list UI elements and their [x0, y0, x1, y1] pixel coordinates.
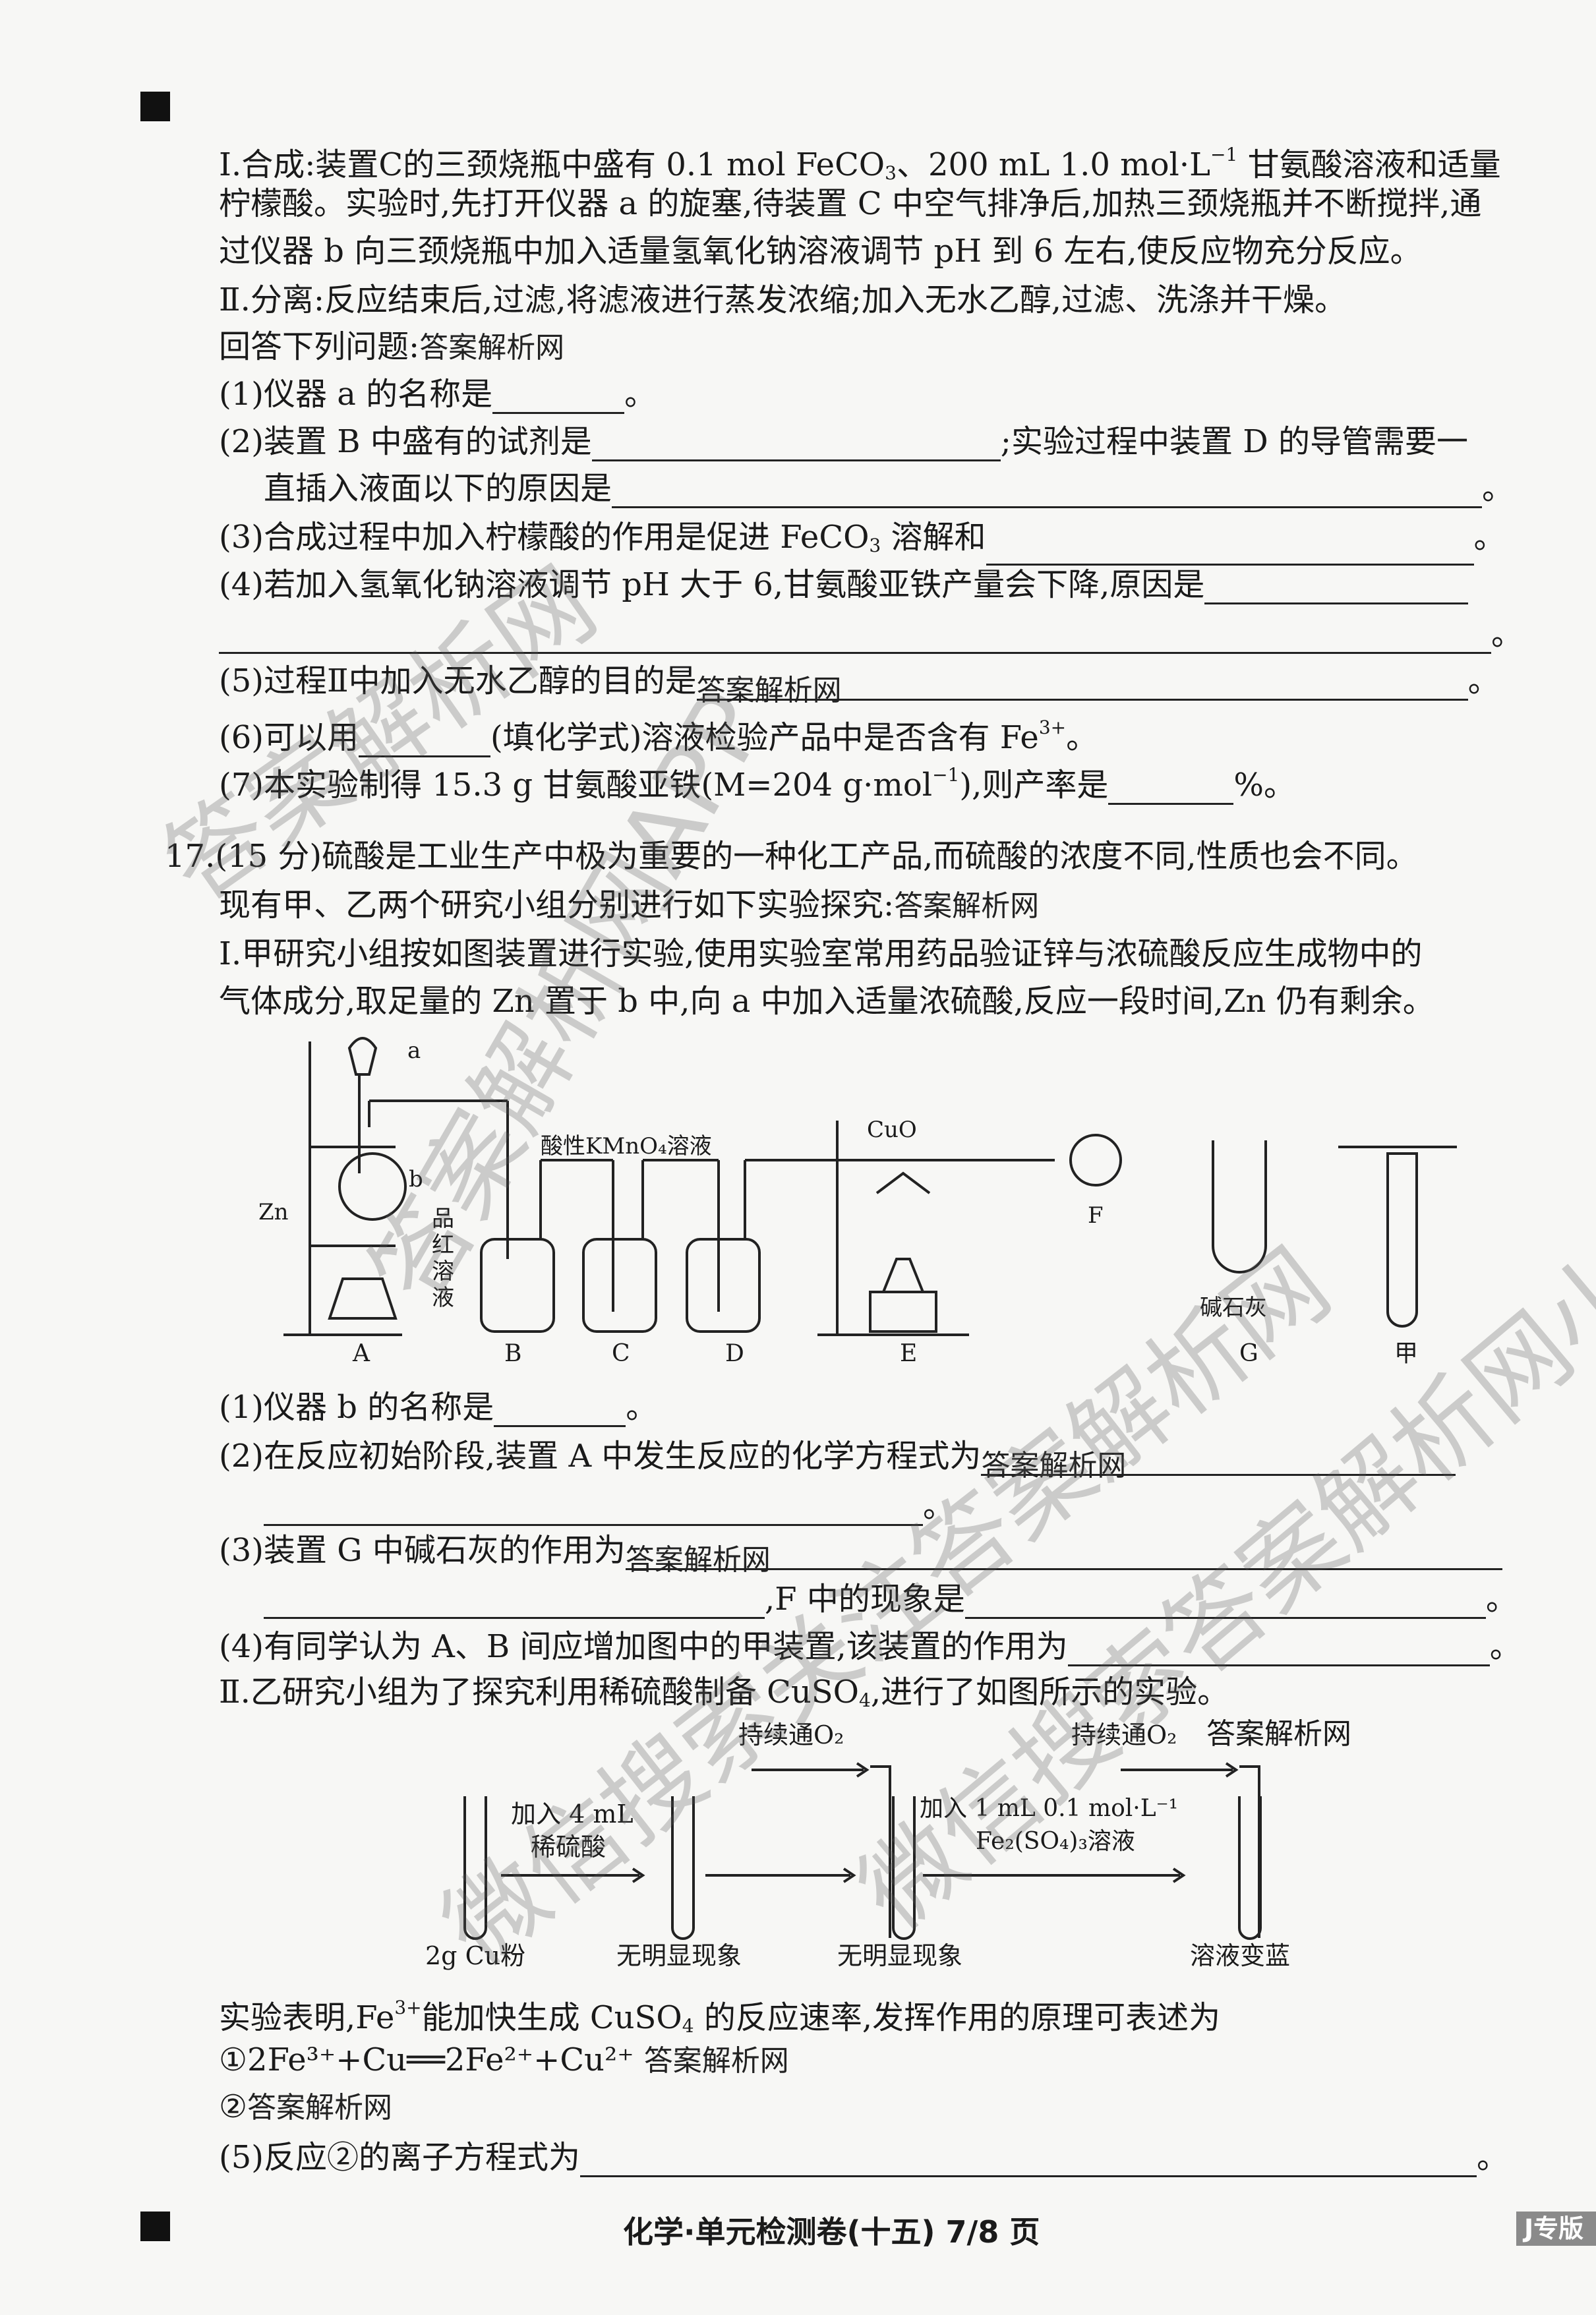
svg-text:A: A	[352, 1340, 370, 1367]
q17-question-5: (5)反应②的离子方程式为。	[219, 2139, 1509, 2177]
svg-text:D: D	[725, 1340, 744, 1367]
test-tube-3	[892, 1796, 916, 1940]
svg-text:加入 1 mL 0.1 mol·L⁻¹: 加入 1 mL 0.1 mol·L⁻¹	[920, 1795, 1178, 1822]
svg-text:溶: 溶	[432, 1258, 454, 1285]
separatory-funnel-a	[347, 1037, 378, 1076]
q17-question-2: (2)在反应初始阶段,装置 A 中发生反应的化学方程式为答案解析网	[219, 1436, 1456, 1482]
answer-blank[interactable]	[986, 535, 1474, 566]
svg-text:溶液变蓝: 溶液变蓝	[1190, 1941, 1290, 1970]
svg-text:答案解析网: 答案解析网	[1206, 1717, 1351, 1751]
svg-text:液: 液	[432, 1285, 454, 1311]
corner-mark-top	[140, 92, 170, 121]
apparatus-diagram-1: a b Zn 品 红 溶 液 酸性KMnO₄溶液 CuO F 碱石灰 A B C…	[258, 1037, 1457, 1367]
q16-synthesis-line2: 柠檬酸。实验时,先打开仪器 a 的旋塞,待装置 C 中空气排净后,加热三颈烧瓶并…	[219, 185, 1482, 222]
test-tube-4	[1238, 1796, 1262, 1940]
svg-text:品: 品	[432, 1206, 454, 1232]
q16-question-3: (3)合成过程中加入柠檬酸的作用是促进 FeCO3 溶解和。	[219, 517, 1506, 566]
answer-blank[interactable]	[1204, 573, 1469, 604]
svg-text:无明显现象: 无明显现象	[616, 1941, 742, 1970]
answer-blank[interactable]	[591, 430, 1001, 461]
answer-blank[interactable]: 答案解析网	[625, 1539, 1502, 1577]
q17-part1-line2: 气体成分,取足量的 Zn 置于 b 中,向 a 中加入适量浓硫酸,反应一段时间,…	[219, 983, 1434, 1020]
svg-text:无明显现象: 无明显现象	[837, 1941, 962, 1970]
drying-tube-f	[1069, 1134, 1122, 1187]
q17-intro-cont: 现有甲、乙两个研究小组分别进行如下实验探究:答案解析网	[219, 887, 1040, 923]
label-zn: Zn	[258, 1199, 289, 1225]
label-f: F	[1088, 1202, 1104, 1229]
label-o2-2: 持续通O₂	[1071, 1720, 1177, 1749]
svg-text:甲: 甲	[1394, 1340, 1418, 1367]
answer-blank[interactable]: 答案解析网	[981, 1445, 1456, 1482]
label-kmno4: 酸性KMnO₄溶液	[541, 1133, 712, 1159]
apparatus-jia	[1386, 1152, 1418, 1328]
svg-text:稀硫酸: 稀硫酸	[531, 1832, 606, 1861]
corner-mark-bottom	[140, 2212, 170, 2241]
q17-question-4: (4)有同学认为 A、B 间应增加图中的甲装置,该装置的作用为。	[219, 1628, 1522, 1666]
svg-text:E: E	[900, 1340, 917, 1367]
q17-equation-2: ②答案解析网	[219, 2088, 393, 2125]
q16-synthesis-line3: 过仪器 b 向三颈烧瓶中加入适量氢氧化钠溶液调节 pH 到 6 左右,使反应物充…	[219, 233, 1422, 270]
answer-blank[interactable]	[492, 383, 625, 414]
u-tube-g	[1212, 1140, 1267, 1274]
test-tubes	[463, 1796, 1262, 1940]
svg-text:B: B	[504, 1340, 521, 1367]
q17-question-1: (1)仪器 b 的名称是。	[219, 1389, 658, 1427]
svg-text:Fe₂(SO₄)₃溶液: Fe₂(SO₄)₃溶液	[976, 1828, 1135, 1855]
answer-blank[interactable]	[1067, 1635, 1490, 1666]
svg-text:C: C	[612, 1340, 630, 1367]
answer-blank[interactable]	[264, 1495, 923, 1526]
answer-blank[interactable]	[1108, 774, 1234, 805]
svg-text:2g Cu粉: 2g Cu粉	[425, 1941, 525, 1970]
q17-question-3: (3)装置 G 中碱石灰的作用为答案解析网	[219, 1531, 1502, 1577]
experiment-diagram-2: 持续通O₂ 持续通O₂ 答案解析网 加入 4 mL 稀硫酸 加入 1 mL 0.…	[425, 1717, 1351, 1970]
answer-blank[interactable]: 答案解析网	[696, 670, 1468, 707]
q16-question-6: (6)可以用(填化学式)溶液检验产品中是否含有 Fe3+。	[219, 717, 1098, 757]
q16-synthesis-line1: Ⅰ.合成:装置C的三颈烧瓶中盛有 0.1 mol FeCO3、200 mL 1.…	[219, 144, 1501, 184]
q16-question-2: (2)装置 B 中盛有的试剂是;实验过程中装置 D 的导管需要一	[219, 423, 1468, 461]
svg-text:G: G	[1239, 1340, 1258, 1367]
answer-blank[interactable]	[964, 1588, 1486, 1619]
q17-part2: Ⅱ.乙研究小组为了探究利用稀硫酸制备 CuSO4,进行了如图所示的实验。	[219, 1674, 1229, 1711]
label-soda-lime: 碱石灰	[1200, 1295, 1267, 1321]
test-tube-1	[463, 1796, 487, 1940]
edition-tag: J专版	[1516, 2212, 1596, 2246]
label-cuo: CuO	[867, 1117, 917, 1143]
q17-question-3-cont: ,F 中的现象是。	[264, 1579, 1518, 1619]
page-footer: 化学·单元检测卷(十五) 7/8 页	[623, 2214, 1040, 2250]
q17-part1-line1: Ⅰ.甲研究小组按如图装置进行实验,使用实验室常用药品验证锌与浓硫酸反应生成物中的	[219, 935, 1423, 972]
apparatus-e	[817, 1121, 969, 1336]
answer-blank[interactable]	[580, 2146, 1477, 2177]
test-tube-2	[671, 1796, 695, 1940]
answer-blank[interactable]	[494, 1396, 626, 1427]
q16-question-2-cont: 直插入液面以下的原因是。	[264, 470, 1514, 508]
answer-blank[interactable]	[359, 726, 490, 757]
q16-separation: Ⅱ.分离:反应结束后,过滤,将滤液进行蒸发浓缩;加入无水乙醇,过滤、洗涤并干燥。	[219, 281, 1347, 318]
q17-equation-1: ①2Fe³⁺+Cu══2Fe²⁺+Cu²⁺ 答案解析网	[219, 2041, 789, 2078]
apparatus-a	[283, 1037, 509, 1336]
gas-washing-bottles	[480, 1159, 1055, 1333]
answer-blank[interactable]	[612, 477, 1483, 508]
label-b: b	[409, 1166, 423, 1192]
q16-question-4: (4)若加入氢氧化钠溶液调节 pH 大于 6,甘氨酸亚铁产量会下降,原因是	[219, 565, 1469, 604]
q17-conclusion: 实验表明,Fe3+能加快生成 CuSO4 的反应速率,发挥作用的原理可表述为	[219, 1997, 1221, 2037]
q16-prompt: 回答下列问题:答案解析网	[219, 328, 565, 365]
label-o2-1: 持续通O₂	[738, 1720, 844, 1749]
answer-blank[interactable]	[219, 623, 1491, 654]
svg-text:加入 4 mL: 加入 4 mL	[511, 1800, 634, 1829]
q16-question-7: (7)本实验制得 15.3 g 甘氨酸亚铁(M=204 g·mol−1),则产率…	[219, 764, 1295, 805]
q17-intro: 17.(15 分)硫酸是工业生产中极为重要的一种化工产品,而硫酸的浓度不同,性质…	[165, 838, 1418, 875]
q16-question-4-cont: 。	[219, 614, 1523, 654]
q16-question-5: (5)过程Ⅱ中加入无水乙醇的目的是答案解析网。	[219, 662, 1500, 707]
q16-question-1: (1)仪器 a 的名称是。	[219, 376, 657, 414]
svg-text:红: 红	[432, 1232, 454, 1258]
label-a: a	[407, 1038, 421, 1064]
q17-question-2-cont: 。	[264, 1486, 955, 1526]
answer-blank[interactable]	[264, 1588, 765, 1619]
